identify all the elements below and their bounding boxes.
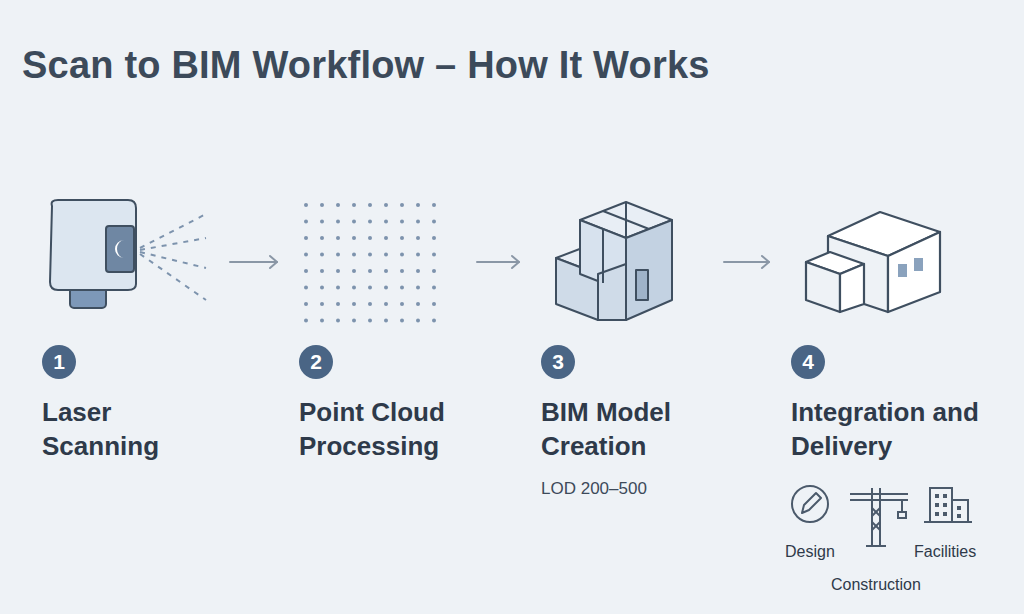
icon-label: Construction	[831, 576, 921, 594]
design-pencil-icon	[792, 486, 828, 522]
workflow-step: 2Point Cloud Processing	[299, 190, 469, 463]
workflow-step: 3BIM Model CreationLOD 200–500	[541, 190, 716, 499]
step-number: 4	[791, 345, 825, 379]
point-cloud-dots	[304, 203, 436, 323]
step-number: 2	[299, 345, 333, 379]
flow-arrow	[230, 256, 277, 268]
step-name: BIM Model Creation	[541, 395, 716, 463]
workflow-step: 4Integration and Delivery	[791, 190, 1006, 463]
facilities-building-icon	[924, 488, 972, 522]
step-number: 1	[42, 345, 76, 379]
flow-arrow	[477, 256, 519, 268]
icon-label: Design	[785, 543, 835, 561]
bim-model-icon	[556, 202, 672, 320]
workflow-step: 1Laser Scanning	[42, 190, 222, 463]
crane-icon	[850, 488, 908, 546]
diagram-title: Scan to BIM Workflow – How It Works	[22, 44, 710, 87]
icon-label: Facilities	[914, 543, 976, 561]
step-name: Point Cloud Processing	[299, 395, 469, 463]
step-name: Laser Scanning	[42, 395, 222, 463]
building-icon	[806, 212, 940, 312]
step-number: 3	[541, 345, 575, 379]
step-name: Integration and Delivery	[791, 395, 1006, 463]
step-note: LOD 200–500	[541, 479, 716, 499]
laser-scanner-icon	[50, 200, 206, 308]
flow-arrow	[724, 256, 769, 268]
